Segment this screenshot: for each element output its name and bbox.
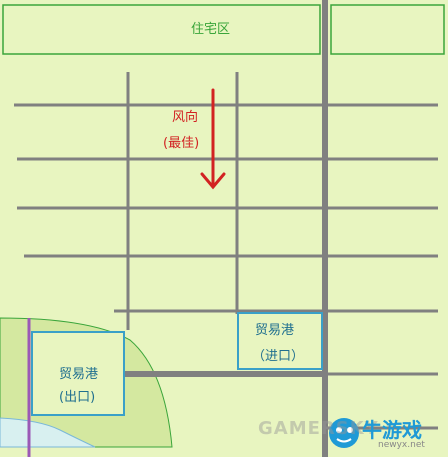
residential-zone-left[interactable] [2,4,321,55]
wind-arrow-icon [200,88,226,190]
residential-zone-right[interactable] [330,4,445,55]
road-grid [14,72,438,430]
watermark-logo [329,418,359,448]
wind-direction-label: 风向 [172,110,199,125]
trade-port-export[interactable] [31,331,125,416]
wind-direction-note: (最佳) [163,136,200,151]
residential-zone-label: 住宅区 [191,22,231,37]
import-port-name: 贸易港 [255,323,295,338]
watermark-brand: 牛游戏 [362,418,422,442]
import-port-note: （进口） [252,349,305,364]
lake [0,417,96,448]
trade-port-import[interactable] [237,312,323,370]
export-port-note: (出口) [59,390,96,405]
watermark-url: newyx.net [378,440,425,450]
export-port-name: 贸易港 [59,367,99,382]
watermark-site: GAMERSKY [258,418,379,439]
